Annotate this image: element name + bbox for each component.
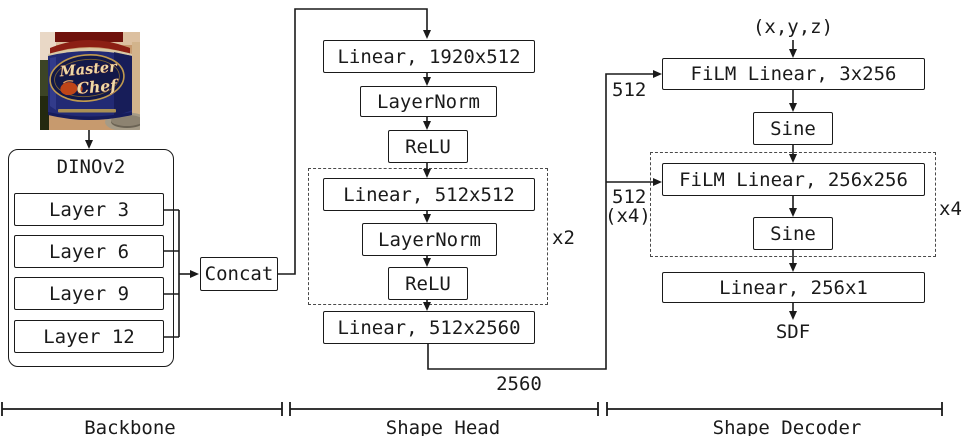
coffee-cup-handle: [77, 84, 83, 94]
photo-side-object: [40, 60, 49, 130]
photo-background-right: [132, 42, 140, 130]
xyz-input-label: (x,y,z): [752, 16, 834, 38]
cond-x4-label: (x4): [605, 205, 651, 227]
film-linear-256x256-box: FiLM Linear, 256x256: [662, 163, 925, 196]
photo-side-object-shadow: [40, 96, 49, 130]
can-bottom-edge: [48, 112, 132, 120]
layer-6-box: Layer 6: [14, 235, 164, 268]
dinov2-title: DINOv2: [56, 156, 126, 178]
sine-1-box: Sine: [753, 112, 833, 145]
film-linear-3x256-box: FiLM Linear, 3x256: [662, 58, 925, 90]
shape-decoder-section-label: Shape Decoder: [712, 417, 862, 436]
can-rim: [48, 48, 132, 58]
can-lid-top: [55, 32, 123, 42]
layer-3-box: Layer 3: [14, 193, 164, 226]
cond-512-label-1: 512: [612, 79, 647, 101]
backbone-section-label: Backbone: [84, 417, 176, 436]
repeat-x2-label: x2: [552, 227, 575, 249]
backbone-bracket: [1, 402, 283, 416]
coffee-cup-icon: [60, 82, 78, 96]
shape-head-section-label: Shape Head: [385, 417, 501, 436]
concat-box: Concat: [200, 257, 278, 291]
sdf-output-label: SDF: [775, 321, 811, 343]
relu-1-box: ReLU: [388, 130, 468, 163]
linear-1920x512-box: Linear, 1920x512: [323, 40, 535, 73]
repeat-x4-label: x4: [939, 198, 962, 220]
layernorm-2-box: LayerNorm: [362, 223, 497, 256]
coffee-cup-highlight: [62, 80, 74, 84]
linear-512x2560-box: Linear, 512x2560: [323, 311, 535, 344]
sine-2-box: Sine: [753, 217, 833, 250]
brand-text-line1: Master: [58, 58, 119, 80]
layernorm-1-box: LayerNorm: [360, 86, 497, 117]
input-image: Master Chef: [40, 32, 140, 130]
layer-12-box: Layer 12: [14, 320, 164, 353]
linear-512x512-box: Linear, 512x512: [323, 178, 535, 211]
relu-2-box: ReLU: [388, 267, 468, 300]
brand-text-line2: Chef: [76, 75, 120, 98]
section-brackets: [1, 402, 943, 416]
layer-9-box: Layer 9: [14, 277, 164, 310]
can-lid: [50, 40, 130, 54]
can-fineprint-band: [58, 109, 116, 113]
dim-2560-label: 2560: [496, 373, 542, 395]
shape-head-bracket: [289, 402, 599, 416]
can-label: Master Chef: [49, 54, 125, 102]
photo-second-can-rim: [111, 115, 140, 126]
label-oval-inner: [54, 58, 120, 98]
linear-256x1-box: Linear, 256x1: [662, 272, 925, 303]
shape-decoder-bracket: [606, 402, 943, 416]
